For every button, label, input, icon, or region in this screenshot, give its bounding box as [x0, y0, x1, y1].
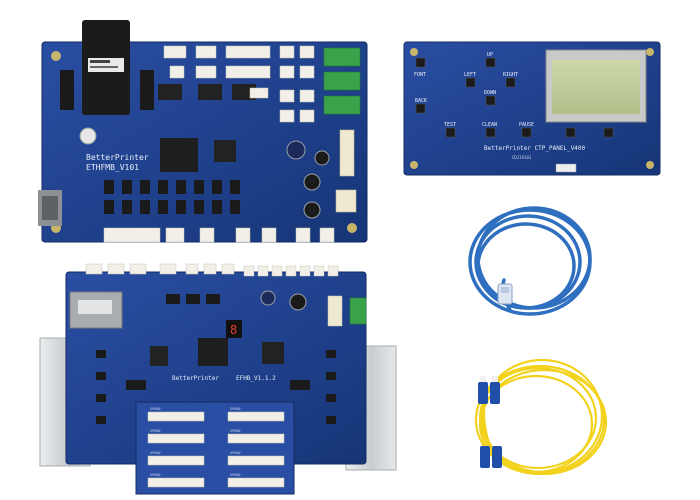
connector-label-2: XP600: [230, 407, 241, 411]
button-down[interactable]: [485, 95, 496, 106]
head-board-model: EFHB_V1.1.2: [236, 375, 276, 382]
button-back[interactable]: [415, 103, 426, 114]
label-test: TEST: [444, 122, 456, 128]
connector-label-3: XP600: [150, 429, 161, 433]
rj45-connector: [497, 283, 513, 305]
panel-board-label: BetterPrinter CTP_PANEL_V400: [484, 145, 586, 152]
connector-label-1: XP600: [150, 407, 161, 411]
label-clean: CLEAN: [482, 122, 497, 128]
button-up[interactable]: [485, 57, 496, 68]
label-right: RIGHT: [503, 72, 518, 78]
label-left: LEFT: [464, 72, 476, 78]
connector-label-6: XP600: [230, 451, 241, 455]
main-board-cpu: [160, 138, 198, 172]
main-board: BetterPrinter ETHFMB_V101: [38, 20, 368, 243]
connector-label-4: XP600: [230, 429, 241, 433]
head-board: 8 BetterPrinter EFHB_V1.1.2 XP600 XP600 …: [39, 263, 397, 495]
label-up: UP: [487, 52, 493, 58]
seven-segment-display: [226, 320, 242, 338]
button-left[interactable]: [465, 77, 476, 88]
button-right[interactable]: [505, 77, 516, 88]
seven-segment-digit: 8: [230, 323, 237, 337]
panel-board-serial: CDJ19101: [512, 155, 532, 160]
label-back: BACK: [415, 98, 427, 104]
panel-board: FONT UP LEFT RIGHT DOWN BACK TEST CLEAN …: [403, 41, 661, 176]
lcd-screen: [552, 60, 640, 114]
connector-label-5: XP600: [150, 451, 161, 455]
main-board-model: ETHFMB_V101: [86, 163, 139, 172]
label-pause: PAUSE: [519, 122, 534, 128]
main-board-brand: BetterPrinter: [86, 153, 149, 162]
fiber-optic-cable: [474, 358, 608, 476]
label-down: DOWN: [484, 90, 496, 96]
head-board-fpga: [198, 338, 228, 366]
ethernet-cable: [468, 206, 592, 316]
button-pause[interactable]: [521, 127, 532, 138]
fiber-connectors: [478, 376, 502, 468]
button-clean[interactable]: [485, 127, 496, 138]
button-test[interactable]: [445, 127, 456, 138]
label-font: FONT: [414, 72, 426, 78]
xp600-connectors: [147, 411, 285, 488]
connector-label-8: XP600: [230, 473, 241, 477]
button-font[interactable]: [415, 57, 426, 68]
connector-label-7: XP600: [150, 473, 161, 477]
head-board-brand: BetterPrinter: [172, 375, 219, 382]
